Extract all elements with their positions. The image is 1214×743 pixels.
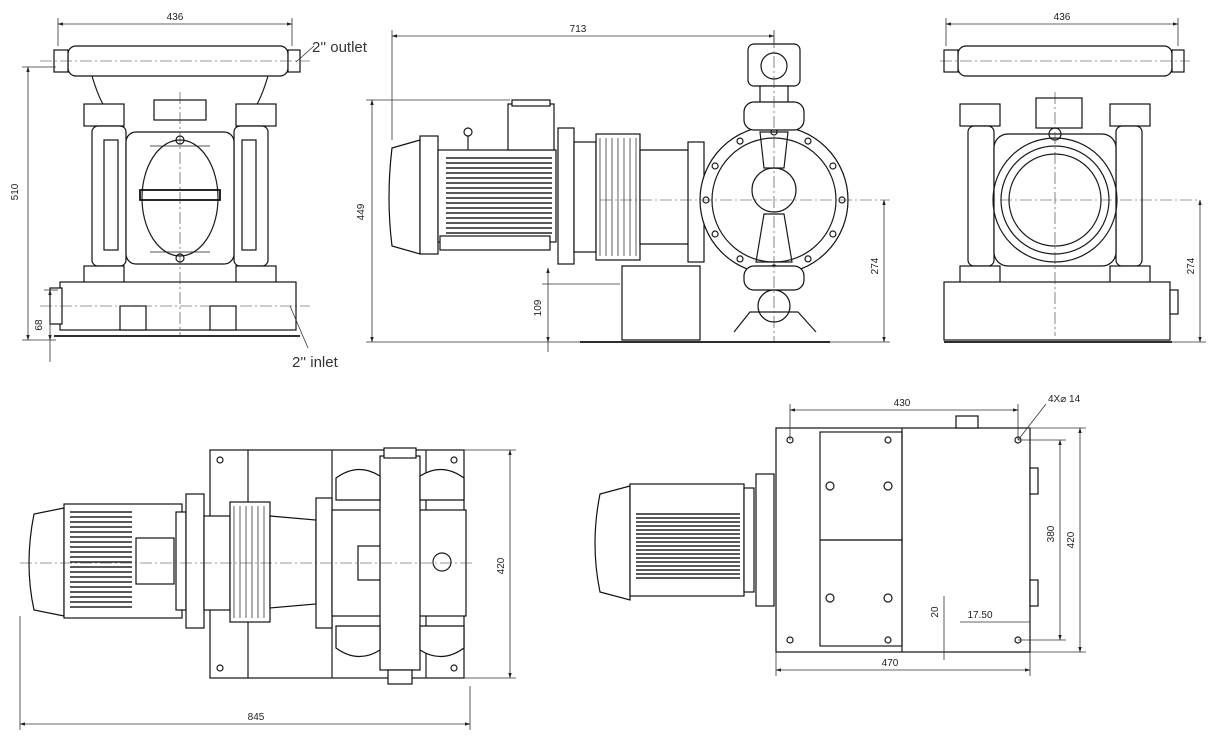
outlet-label: 2'' outlet <box>312 39 368 56</box>
base-plan-view: 430 4X⌀ 14 470 380 420 20 17.50 <box>594 394 1086 676</box>
top-view: 420 845 <box>19 447 516 730</box>
dim-side-center-height: 274 <box>870 257 881 274</box>
rear-view: 436 274 <box>940 12 1206 343</box>
inlet-label: 2'' inlet <box>292 354 339 371</box>
dim-rear-width: 436 <box>1054 12 1071 23</box>
dim-base-outer-width: 470 <box>882 658 899 669</box>
dim-top-length: 845 <box>248 712 265 723</box>
dim-base-edge-y: 20 <box>930 606 941 618</box>
dim-front-height: 510 <box>10 183 21 200</box>
dim-base-depth: 420 <box>1066 531 1077 548</box>
holes-label: 4X⌀ 14 <box>1048 394 1081 405</box>
front-view: 436 510 68 2'' outlet 2'' inlet <box>10 12 368 371</box>
dim-side-length: 713 <box>570 24 587 35</box>
dim-side-base-height: 109 <box>533 299 544 316</box>
dim-base-width: 430 <box>894 398 911 409</box>
dim-front-width: 436 <box>167 12 184 23</box>
dim-base-hole-spacing: 380 <box>1046 525 1057 542</box>
dim-front-inlet-height: 68 <box>34 319 45 331</box>
dim-side-height: 449 <box>356 203 367 220</box>
dim-rear-center-height: 274 <box>1186 257 1197 274</box>
side-view: 713 449 109 274 <box>356 24 890 352</box>
dim-base-edge-x: 17.50 <box>967 610 992 621</box>
dim-top-depth: 420 <box>496 557 507 574</box>
